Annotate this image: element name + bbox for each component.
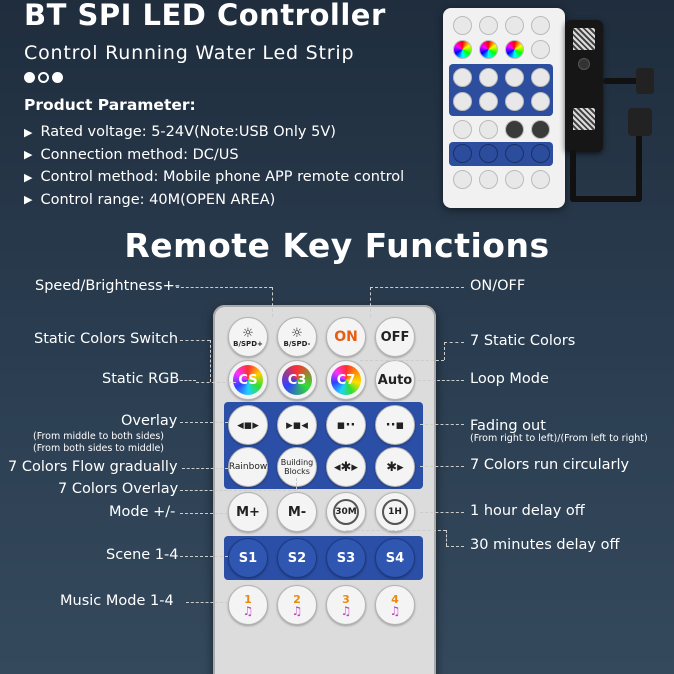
on-button[interactable]: ON xyxy=(326,317,366,357)
label-music: Music Mode 1-4 xyxy=(60,593,174,609)
label-static-switch: Static Colors Switch xyxy=(34,331,179,347)
pager-dots xyxy=(24,72,63,83)
label-loop: Loop Mode xyxy=(470,371,549,387)
connector-graphic xyxy=(628,108,652,136)
rainbow-button[interactable]: Rainbow xyxy=(228,447,268,487)
building-blocks-button[interactable]: Building Blocks xyxy=(277,447,317,487)
scene-2-button[interactable]: S2 xyxy=(277,538,317,578)
timer-30m-button[interactable]: 30M xyxy=(326,492,366,532)
cable-graphic xyxy=(570,150,576,200)
parameter-list: ▶Rated voltage: 5-24V(Note:USB Only 5V) … xyxy=(24,121,404,211)
parameter-item: ▶Control range: 40M(OPEN AREA) xyxy=(24,191,276,208)
c7-button[interactable]: C7 xyxy=(326,360,366,400)
circular-left-button[interactable]: ◂✱▸ xyxy=(326,447,366,487)
pager-dot xyxy=(38,72,49,83)
off-button[interactable]: OFF xyxy=(375,317,415,357)
sun-icon: ☼ xyxy=(242,325,254,341)
music-1-button[interactable]: 1 ♫ xyxy=(228,585,268,625)
pager-dot xyxy=(52,72,63,83)
label-fading-sub: (From right to left)/(From left to right… xyxy=(470,433,648,444)
cable-graphic xyxy=(603,78,643,84)
bullet-icon: ▶ xyxy=(24,170,33,184)
home-icon: S2 xyxy=(287,550,307,566)
overlay-out-button[interactable]: ◂▪▸ xyxy=(228,405,268,445)
timer-1h-button[interactable]: 1H xyxy=(375,492,415,532)
mode-plus-button[interactable]: M+ xyxy=(228,492,268,532)
section-title: Remote Key Functions xyxy=(124,226,550,265)
label-onoff: ON/OFF xyxy=(470,278,526,294)
parameter-item: ▶Control method: Mobile phone APP remote… xyxy=(24,169,405,186)
fade-left-button[interactable]: ▪·· xyxy=(326,405,366,445)
label-fading: Fading out xyxy=(470,418,546,434)
cs-button[interactable]: CS xyxy=(228,360,268,400)
label-flow: 7 Colors Flow gradually xyxy=(8,459,178,475)
label-overlay: Overlay xyxy=(121,413,178,429)
label-circular: 7 Colors run circularly xyxy=(470,457,630,473)
label-mode: Mode +/- xyxy=(109,504,176,520)
home-icon: S3 xyxy=(336,550,356,566)
bullet-icon: ▶ xyxy=(24,125,33,139)
label-seven-overlay: 7 Colors Overlay xyxy=(58,481,179,497)
pager-dot xyxy=(24,72,35,83)
circular-right-icon: ✱▸ xyxy=(386,459,404,475)
cable-graphic xyxy=(570,196,640,202)
overlay-in-button[interactable]: ▸▪◂ xyxy=(277,405,317,445)
label-overlay-sub2: (From both sides to middle) xyxy=(33,443,165,454)
remote-control: ☼ B/SPD+ ☼ B/SPD- ON OFF CS C3 C7 Auto ◂… xyxy=(213,305,436,674)
music-4-button[interactable]: 4 ♫ xyxy=(375,585,415,625)
music-note-icon: ♫ xyxy=(242,603,254,618)
fade-left-icon: ▪·· xyxy=(336,417,356,433)
arrows-in-icon: ▸▪◂ xyxy=(286,417,308,433)
home-icon: S4 xyxy=(385,550,405,566)
mode-minus-button[interactable]: M- xyxy=(277,492,317,532)
music-note-icon: ♫ xyxy=(389,603,401,618)
circular-right-button[interactable]: ✱▸ xyxy=(375,447,415,487)
label-speed: Speed/Brightness+- xyxy=(35,278,180,294)
controller-photo xyxy=(565,20,603,152)
arrows-out-icon: ◂▪▸ xyxy=(237,417,259,433)
scene-4-button[interactable]: S4 xyxy=(375,538,415,578)
speed-up-button[interactable]: ☼ B/SPD+ xyxy=(228,317,268,357)
bullet-icon: ▶ xyxy=(24,193,33,207)
bullet-icon: ▶ xyxy=(24,148,33,162)
home-icon: S1 xyxy=(238,550,258,566)
mini-remote-photo xyxy=(443,8,565,208)
c3-button[interactable]: C3 xyxy=(277,360,317,400)
label-overlay-sub1: (From middle to both sides) xyxy=(33,431,165,442)
circular-left-icon: ◂✱▸ xyxy=(334,459,358,475)
parameter-item: ▶Connection method: DC/US xyxy=(24,146,239,163)
page-title: BT SPI LED Controller xyxy=(24,0,386,32)
page-subtitle: Control Running Water Led Strip xyxy=(24,42,355,64)
cable-graphic xyxy=(636,118,642,202)
speed-down-button[interactable]: ☼ B/SPD- xyxy=(277,317,317,357)
label-static-rgb: Static RGB xyxy=(102,371,180,387)
music-note-icon: ♫ xyxy=(340,603,352,618)
music-3-button[interactable]: 3 ♫ xyxy=(326,585,366,625)
label-thirty: 30 minutes delay off xyxy=(470,537,620,553)
fade-right-icon: ··▪ xyxy=(385,417,405,433)
music-note-icon: ♫ xyxy=(291,603,303,618)
fade-right-button[interactable]: ··▪ xyxy=(375,405,415,445)
label-seven-static: 7 Static Colors xyxy=(470,333,576,349)
scene-1-button[interactable]: S1 xyxy=(228,538,268,578)
label-scene: Scene 1-4 xyxy=(106,547,179,563)
parameter-heading: Product Parameter: xyxy=(24,96,196,114)
auto-button[interactable]: Auto xyxy=(375,360,415,400)
scene-3-button[interactable]: S3 xyxy=(326,538,366,578)
sun-icon: ☼ xyxy=(291,325,303,341)
music-2-button[interactable]: 2 ♫ xyxy=(277,585,317,625)
label-hour: 1 hour delay off xyxy=(470,503,585,519)
parameter-item: ▶Rated voltage: 5-24V(Note:USB Only 5V) xyxy=(24,124,336,141)
connector-graphic xyxy=(636,68,654,94)
